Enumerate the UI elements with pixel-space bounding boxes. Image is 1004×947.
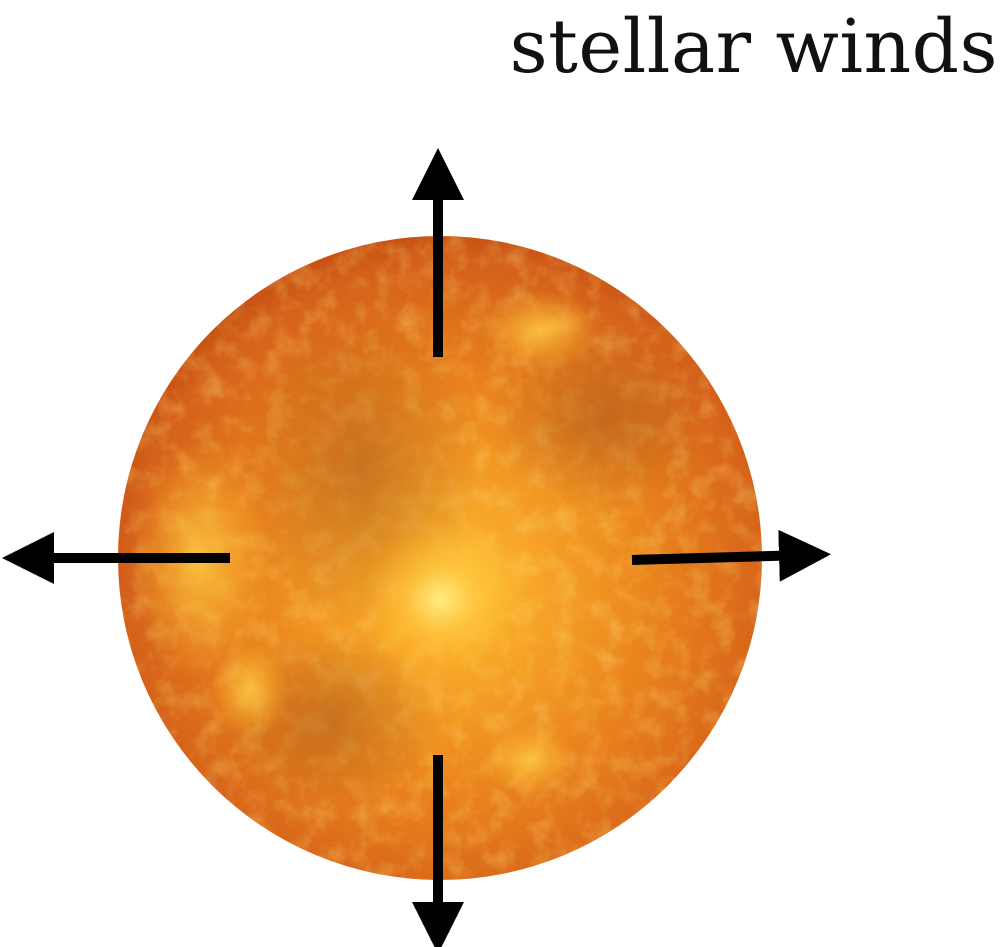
diagram-title: stellar winds	[509, 4, 998, 90]
wind-arrows	[2, 148, 831, 947]
wind-arrow-right-icon	[631, 529, 831, 582]
